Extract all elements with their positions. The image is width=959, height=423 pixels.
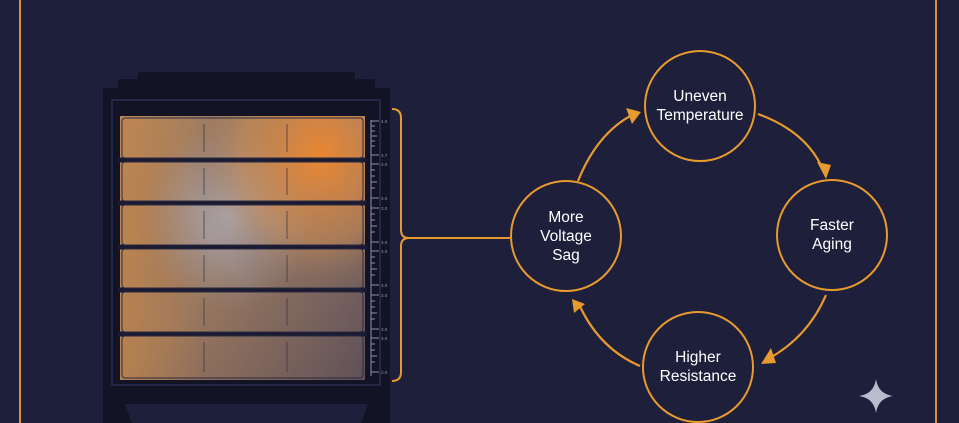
- cycle-arrows: [576, 112, 828, 368]
- arrowhead-bottom-icon: [761, 348, 776, 364]
- cell-outlines: [121, 117, 364, 379]
- frame-right-border: [935, 0, 937, 423]
- scale-label: 3.0: [381, 293, 388, 298]
- scale-label: 3.7: [381, 153, 388, 158]
- arrow-left-to-top: [576, 112, 637, 182]
- scale-label: 3.0: [381, 336, 388, 341]
- sparkle-icon: [859, 379, 893, 413]
- scale-label: 3.0: [381, 206, 388, 211]
- arrowhead-right-icon: [817, 162, 831, 179]
- scale-label: 3.0: [381, 327, 388, 332]
- cell-inner-lines: [203, 124, 288, 372]
- cell-dividers: [118, 157, 367, 337]
- arrow-bottom-to-left: [576, 301, 641, 368]
- scale-label: 3.0: [381, 240, 388, 245]
- scale-label: 3.0: [381, 196, 388, 201]
- node-uneven-temperature: Uneven Temperature: [644, 50, 756, 162]
- node-faster-aging: Faster Aging: [776, 179, 888, 291]
- scale-label: 4.0: [381, 119, 388, 124]
- scale-label: 3.0: [381, 162, 388, 167]
- scale-label: 3.0: [381, 249, 388, 254]
- arrow-right-to-bottom: [767, 294, 828, 360]
- voltage-scale-labels: 4.0 3.7 3.0 3.0 3.0 3.0 3.0 3.0 3.0 3.0 …: [381, 119, 388, 375]
- voltage-scale: [370, 120, 379, 376]
- frame-left-border: [19, 0, 21, 423]
- node-higher-resistance: Higher Resistance: [642, 311, 754, 423]
- node-more-voltage-sag: More Voltage Sag: [510, 180, 622, 292]
- scale-label: 3.0: [381, 283, 388, 288]
- node-label: More Voltage Sag: [540, 208, 592, 264]
- node-label: Higher Resistance: [659, 349, 737, 385]
- node-label: Faster Aging: [810, 217, 854, 253]
- arrowhead-left-icon: [572, 299, 585, 313]
- scale-label: 2.0: [381, 370, 388, 375]
- cycle-arrowheads: [572, 108, 831, 364]
- node-label: Uneven Temperature: [656, 88, 744, 124]
- arrowhead-top-icon: [626, 108, 641, 124]
- arrow-top-to-right: [757, 112, 826, 173]
- rack-bracket: [391, 108, 510, 382]
